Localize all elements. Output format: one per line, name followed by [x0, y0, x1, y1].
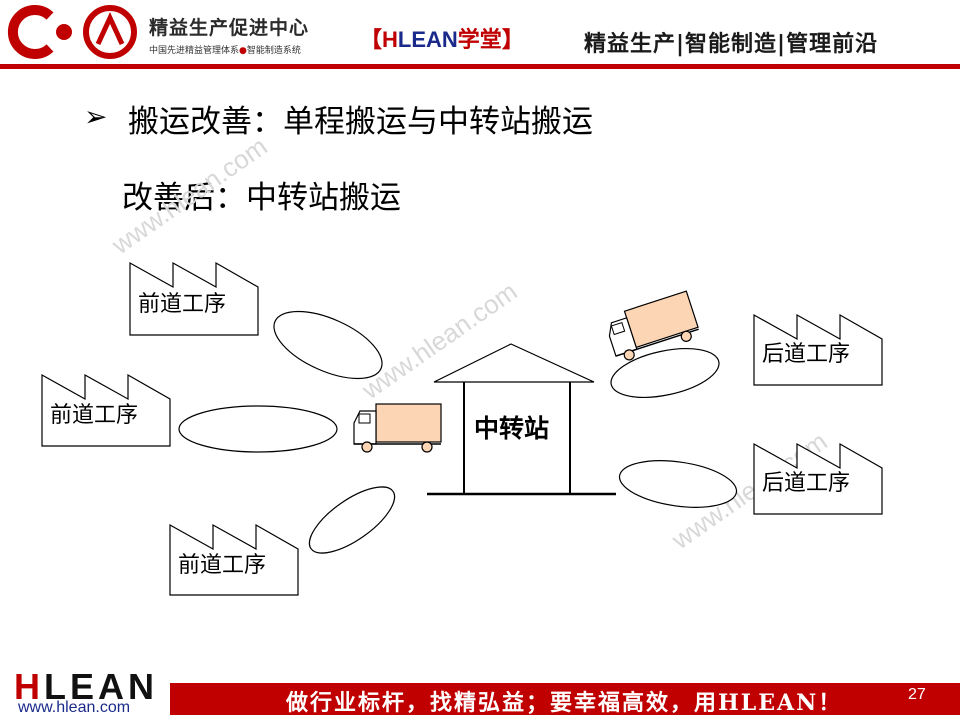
brand-subtitle: 中国先进精益管理体系●智能制造系统	[149, 43, 301, 56]
station-roof	[433, 343, 595, 383]
slide-subtitle: 改善后：中转站搬运	[122, 180, 401, 216]
upstream-process-2: 前道工序	[41, 373, 171, 447]
brand-subtitle-part1: 中国先进精益管理体系	[149, 46, 240, 56]
tag-academy: 学堂	[457, 27, 502, 52]
brand-subtitle-dot: ●	[239, 46, 247, 56]
tag-h: H	[382, 27, 398, 52]
station-label: 中转站	[474, 414, 549, 443]
upstream-process-3: 前道工序	[169, 523, 299, 596]
route-ellipse-downstream-2	[618, 460, 738, 508]
factory-icon	[753, 313, 883, 386]
truck-icon	[353, 403, 442, 453]
header: 精益生产促进中心 中国先进精益管理体系●智能制造系统 【HLEAN学堂】 精益生…	[0, 0, 960, 72]
upstream-label-2: 前道工序	[50, 403, 138, 428]
downstream-process-2: 后道工序	[753, 442, 883, 515]
watermark-1: www.hlean.com	[105, 131, 272, 261]
route-ellipse-upstream-1	[273, 310, 383, 380]
footer-url[interactable]: www.hlean.com	[18, 699, 131, 716]
footer-logo-lean: LEAN	[44, 666, 158, 707]
route-ellipse-upstream-2	[178, 405, 338, 453]
upstream-process-1: 前道工序	[129, 261, 259, 336]
brand-name: 精益生产促进中心	[149, 17, 310, 39]
route-ellipse-downstream-1	[610, 348, 720, 398]
downstream-label-1: 后道工序	[762, 342, 850, 367]
factory-icon	[41, 373, 171, 447]
footer-motto: 做行业标杆，找精弘益；要幸福高效，用HLEAN！	[286, 690, 843, 716]
brand-subtitle-part2: 智能制造系统	[246, 46, 301, 56]
brand-logo-icon	[7, 5, 137, 59]
upstream-label-1: 前道工序	[138, 292, 226, 317]
transit-station: 中转站	[427, 343, 616, 496]
tag-open-bracket: 【	[360, 27, 383, 52]
header-divider	[0, 64, 960, 69]
header-slogan: 精益生产|智能制造|管理前沿	[584, 32, 879, 57]
truck-icon	[608, 290, 699, 361]
route-ellipse-upstream-3	[308, 486, 396, 554]
slide-title: 搬运改善：单程搬运与中转站搬运	[128, 104, 593, 140]
factory-icon	[129, 261, 259, 336]
downstream-label-2: 后道工序	[762, 471, 850, 496]
hlean-academy-tag: 【HLEAN学堂】	[360, 22, 524, 54]
tag-lean: LEAN	[397, 27, 458, 52]
watermark-2: www.hlean.com	[355, 276, 522, 406]
tag-close-bracket: 】	[501, 27, 524, 52]
upstream-label-3: 前道工序	[178, 553, 266, 578]
factory-icon	[753, 442, 883, 515]
bullet-icon: ➢	[84, 100, 108, 133]
footer-logo: HLEAN	[14, 666, 158, 708]
downstream-process-1: 后道工序	[753, 313, 883, 386]
page-number: 27	[908, 686, 926, 703]
footer-logo-h: H	[14, 666, 44, 707]
factory-icon	[169, 523, 299, 596]
footer-bar	[170, 683, 960, 715]
